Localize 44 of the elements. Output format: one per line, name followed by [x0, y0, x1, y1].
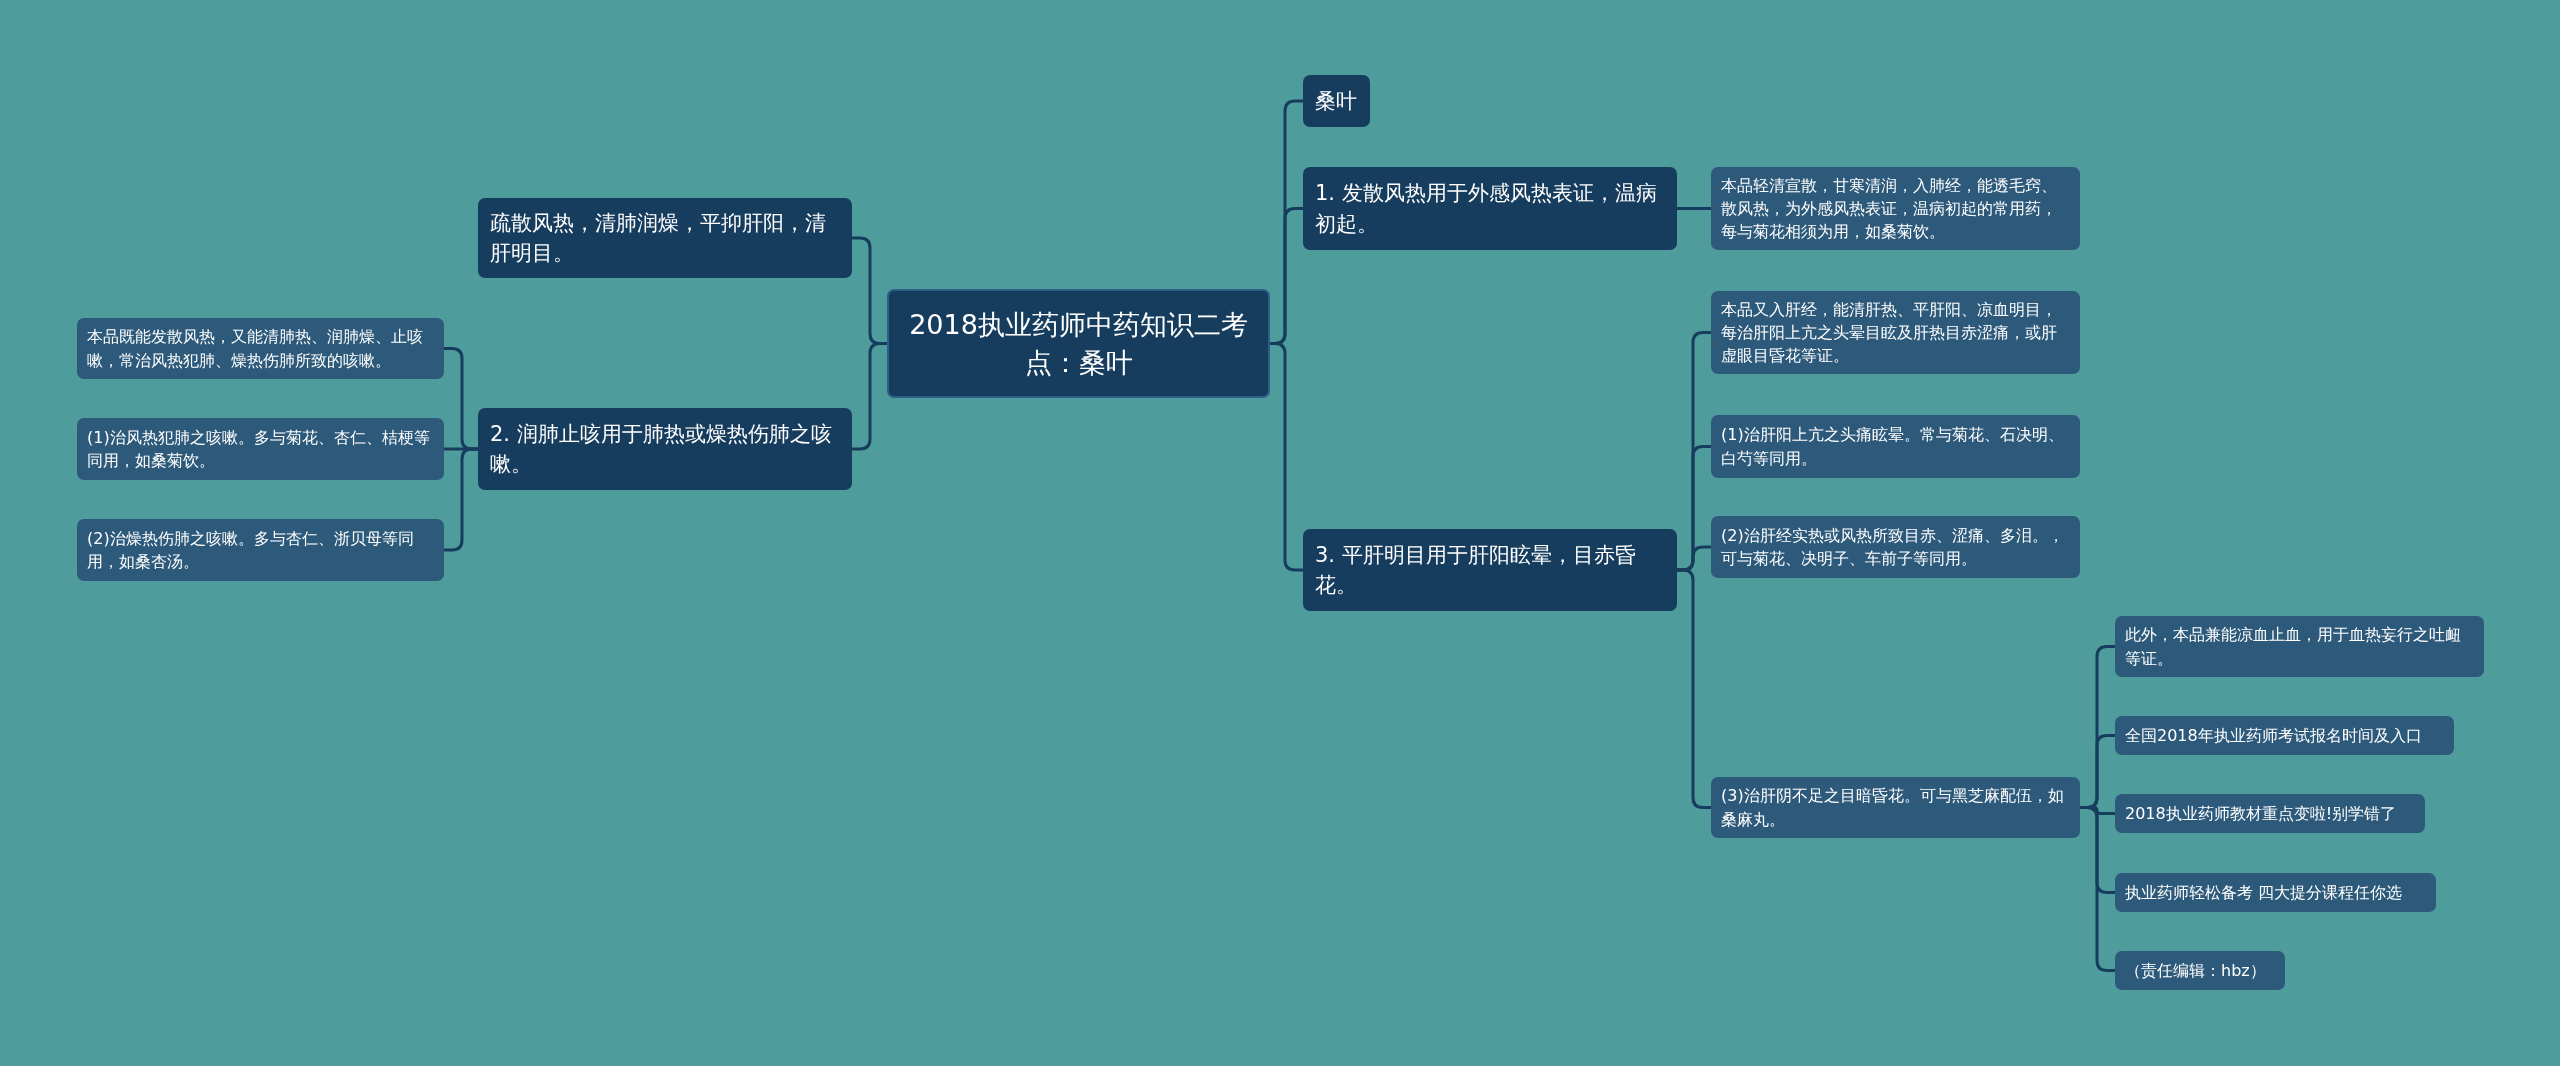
subtopic-box	[2115, 794, 2425, 833]
subtopic-box	[77, 318, 444, 379]
topic-text: 3. 平肝明目用于肝阳眩晕，目赤昏花。	[1315, 541, 1637, 599]
subtopic-box	[1711, 777, 2080, 838]
topic-text: (2)治肝经实热或风热所致目赤、涩痛、多泪。，可与菊花、决明子、车前子等同用。	[1721, 524, 2065, 570]
topic-box	[1303, 529, 1677, 611]
subtopic-box	[77, 519, 444, 581]
topic-text: 本品轻清宣散，甘寒清润，入肺经，能透毛窍、散风热，为外感风热表证，温病初起的常用药，每与菊花相须为用，如桑菊饮。	[1721, 174, 2058, 244]
topic-text: 2018执业药师教材重点变啦!别学错了	[2125, 802, 2397, 825]
topic-text: (2)治燥热伤肺之咳嗽。多与杏仁、浙贝母等同用，如桑杏汤。	[87, 527, 415, 573]
topic-text: 此外，本品兼能凉血止血，用于血热妄行之吐衄等证。	[2125, 624, 2462, 670]
topic-box	[1303, 167, 1677, 250]
topic-text: （责任编辑：hbz）	[2125, 959, 2266, 982]
topic-text: 2018执业药师中药知识二考点：桑叶	[908, 307, 1249, 380]
topic-text: 2. 润肺止咳用于肺热或燥热伤肺之咳嗽。	[490, 420, 833, 478]
topic-text: (3)治肝阴不足之目暗昏花。可与黑芝麻配伍，如桑麻丸。	[1721, 785, 2065, 831]
connector-line	[2080, 806, 2115, 972]
topic-text: 全国2018年执业药师考试报名时间及入口	[2125, 724, 2422, 747]
connector-line	[1677, 207, 1711, 210]
subtopic-box	[2115, 716, 2454, 755]
topic-text: 执业药师轻松备考 四大提分课程任你选	[2125, 881, 2403, 904]
connector-line	[1270, 342, 1303, 572]
topic-text: 本品又入肝经，能清肝热、平肝阳、凉血明目，每治肝阳上亢之头晕目眩及肝热目赤涩痛，或肝虚眼目昏花等证。	[1721, 298, 2058, 368]
subtopic-box	[77, 418, 444, 480]
connector-line	[1677, 568, 1711, 809]
subtopic-box	[1711, 291, 2080, 374]
subtopic-box	[2115, 951, 2285, 990]
connector-line	[852, 342, 887, 451]
topic-box	[478, 198, 852, 278]
subtopic-box	[2115, 616, 2484, 677]
topic-text: 本品既能发散风热，又能清肺热、润肺燥、止咳嗽，常治风热犯肺、燥热伤肺所致的咳嗽。	[87, 326, 424, 372]
subtopic-box	[1711, 516, 2080, 578]
topic-text: (1)治肝阳上亢之头痛眩晕。常与菊花、石决明、白芍等同用。	[1721, 424, 2065, 470]
subtopic-box	[1711, 167, 2080, 250]
subtopic-box	[1711, 415, 2080, 478]
topic-text: 1. 发散风热用于外感风热表证，温病初起。	[1315, 180, 1658, 238]
central-topic	[887, 289, 1270, 398]
topic-text: (1)治风热犯肺之咳嗽。多与菊花、杏仁、桔梗等同用，如桑菊饮。	[87, 426, 431, 472]
topic-text: 桑叶	[1315, 87, 1357, 115]
connector-line	[444, 447, 478, 552]
topic-box	[1303, 75, 1370, 127]
topic-text: 疏散风热，清肺润燥，平抑肝阳，清肝明目。	[490, 209, 827, 267]
topic-box	[478, 408, 852, 490]
subtopic-box	[2115, 873, 2436, 912]
